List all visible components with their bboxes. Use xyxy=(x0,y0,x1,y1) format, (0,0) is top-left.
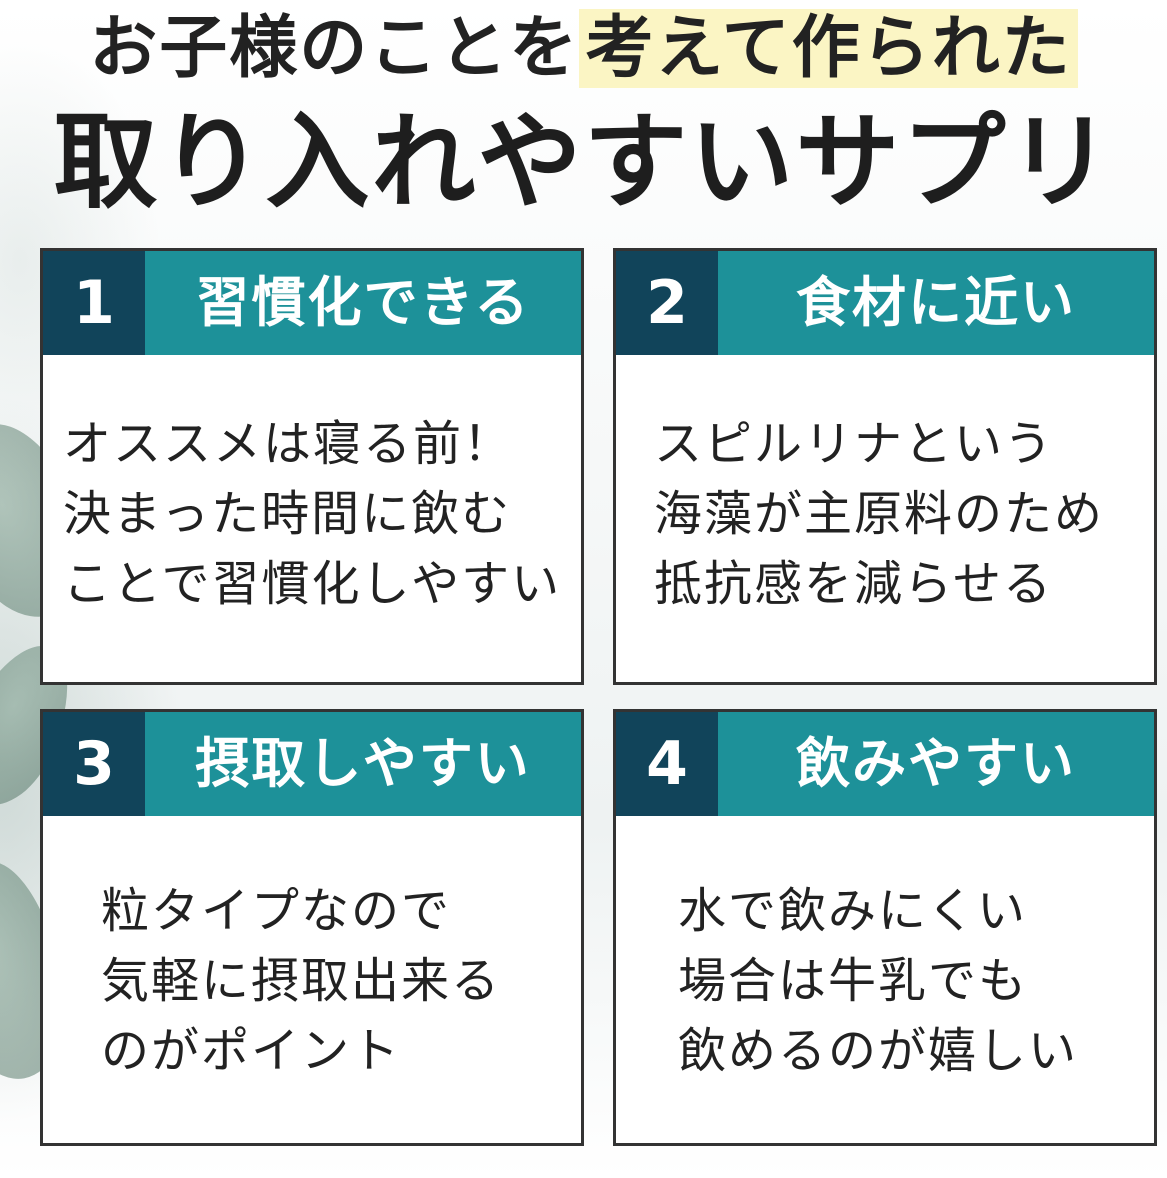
card-body: 水で飲みにくい 場合は牛乳でも 飲めるのが嬉しい xyxy=(616,876,1167,1086)
card-body-line: ことで習慣化しやすい xyxy=(63,556,562,612)
card-header: 4 飲みやすい xyxy=(616,712,1154,816)
headline-highlight: 考えて作られた xyxy=(579,9,1078,88)
headline-line-1: お子様のことを考えて作られた xyxy=(0,8,1167,90)
card-body-line: 粒タイプなので xyxy=(101,883,452,939)
card-title: 摂取しやすい xyxy=(195,732,531,795)
card-body-line: 海藻が主原料のため xyxy=(654,486,1105,542)
card-header: 2 食材に近い xyxy=(616,251,1154,355)
card-body: オススメは寝る前！ 決まった時間に飲む ことで習慣化しやすい xyxy=(43,409,601,619)
card-number: 4 xyxy=(616,712,718,816)
card-number: 2 xyxy=(616,251,718,355)
card-body-line: 決まった時間に飲む xyxy=(63,486,512,542)
headline-line-2: 取り入れやすいサプリ xyxy=(53,101,1114,223)
card-body-line: 抵抗感を減らせる xyxy=(654,556,1054,612)
card-title: 食材に近い xyxy=(796,271,1076,334)
headline-prefix: お子様のことを xyxy=(89,9,580,88)
card-body-line: スピルリナという xyxy=(654,416,1055,472)
card-body: 粒タイプなので 気軽に摂取出来る のがポイント xyxy=(43,876,639,1086)
card-body-line: オススメは寝る前！ xyxy=(63,416,514,472)
card-body-line: 気軽に摂取出来る xyxy=(101,953,502,1009)
card-body-line: のがポイント xyxy=(101,1023,402,1079)
feature-card-3: 3 摂取しやすい 粒タイプなので 気軽に摂取出来る のがポイント xyxy=(40,709,584,1146)
card-title: 飲みやすい xyxy=(796,732,1076,795)
card-header: 1 習慣化できる xyxy=(43,251,581,355)
card-body-line: 水で飲みにくい xyxy=(678,883,1028,939)
card-body-line: 飲めるのが嬉しい xyxy=(678,1023,1079,1079)
card-header: 3 摂取しやすい xyxy=(43,712,581,816)
card-body-line: 場合は牛乳でも xyxy=(678,953,1029,1009)
card-title: 習慣化できる xyxy=(195,271,531,334)
card-number: 1 xyxy=(43,251,145,355)
card-body: スピルリナという 海藻が主原料のため 抵抗感を減らせる xyxy=(616,409,1167,619)
feature-card-2: 2 食材に近い スピルリナという 海藻が主原料のため 抵抗感を減らせる xyxy=(613,248,1157,685)
feature-card-1: 1 習慣化できる オススメは寝る前！ 決まった時間に飲む ことで習慣化しやすい xyxy=(40,248,584,685)
card-number: 3 xyxy=(43,712,145,816)
feature-card-4: 4 飲みやすい 水で飲みにくい 場合は牛乳でも 飲めるのが嬉しい xyxy=(613,709,1157,1146)
